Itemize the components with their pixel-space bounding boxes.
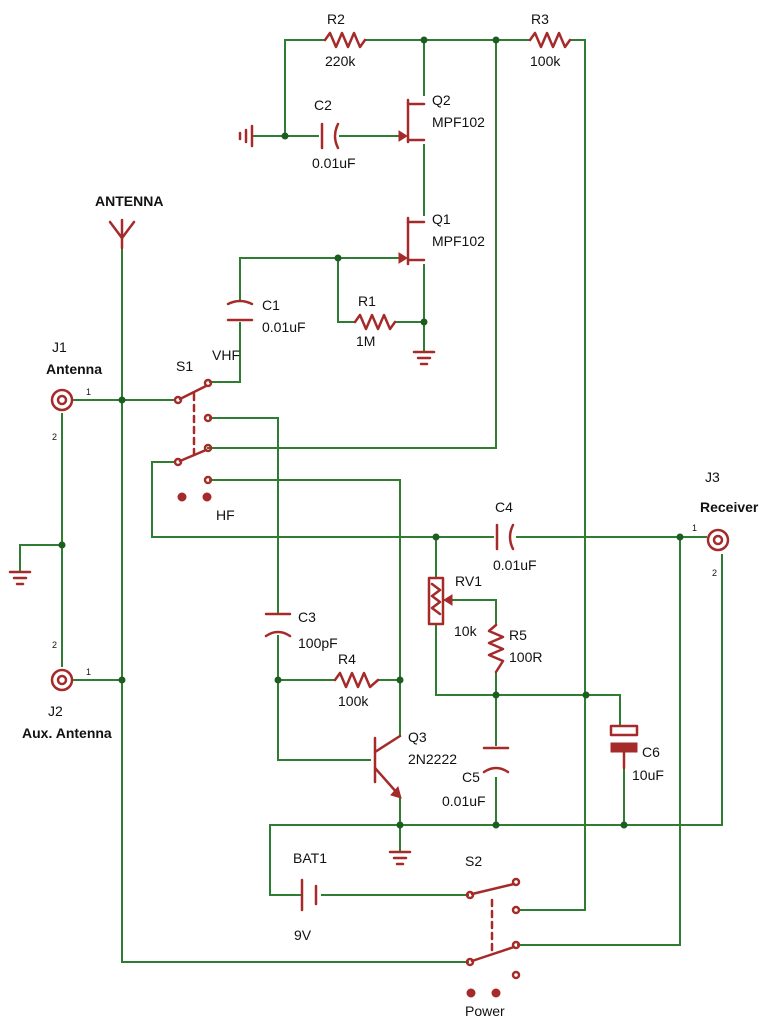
j3-name: Receiver xyxy=(700,499,759,515)
capacitor-c3 xyxy=(264,612,292,638)
connector-j2 xyxy=(50,668,74,692)
q2-value: MPF102 xyxy=(432,114,485,130)
capacitor-c1 xyxy=(226,299,254,322)
resistor-r5 xyxy=(487,623,505,674)
q1-value: MPF102 xyxy=(432,233,485,249)
transistor-q3 xyxy=(373,734,402,799)
c5-value: 0.01uF xyxy=(442,793,486,809)
j1-pin1: 1 xyxy=(86,387,91,397)
r4-value: 100k xyxy=(338,693,369,709)
r2-ref: R2 xyxy=(327,11,345,27)
hf-label: HF xyxy=(216,507,235,523)
s2-name: Power xyxy=(465,1003,505,1019)
capacitor-c2 xyxy=(320,122,340,150)
c6-value: 10uF xyxy=(632,767,664,783)
capacitor-c5 xyxy=(482,746,510,774)
resistor-r1 xyxy=(353,313,397,331)
c2-value: 0.01uF xyxy=(312,155,356,171)
j2-pin2: 2 xyxy=(52,640,57,650)
s2-ref: S2 xyxy=(465,853,482,869)
antenna-label: ANTENNA xyxy=(95,193,163,209)
j3-pin1: 1 xyxy=(692,523,697,533)
c3-ref: C3 xyxy=(298,609,316,625)
resistor-r3 xyxy=(528,31,572,49)
c4-ref: C4 xyxy=(495,499,513,515)
battery-bat1 xyxy=(300,878,318,912)
rv1-ref: RV1 xyxy=(455,573,482,589)
q2-ref: Q2 xyxy=(432,92,451,108)
wires xyxy=(19,39,723,963)
c1-value: 0.01uF xyxy=(262,319,306,335)
r2-value: 220k xyxy=(325,53,356,69)
j1-pin2: 2 xyxy=(52,432,57,442)
junctions xyxy=(58,36,684,829)
labels: R2 220k R3 100k C2 0.01uF Q2 MPF102 ANTE… xyxy=(22,11,759,1019)
switch-s2 xyxy=(465,877,521,998)
switch-s1 xyxy=(173,378,213,502)
c4-value: 0.01uF xyxy=(493,557,537,573)
r4-ref: R4 xyxy=(338,651,356,667)
c5-ref: C5 xyxy=(462,769,480,785)
r5-value: 100R xyxy=(509,649,542,665)
ground-q3-icon xyxy=(388,850,412,866)
c6-ref: C6 xyxy=(642,744,660,760)
r1-value: 1M xyxy=(356,333,375,349)
capacitor-c6 xyxy=(609,724,639,770)
c3-value: 100pF xyxy=(298,635,338,651)
j2-name: Aux. Antenna xyxy=(22,725,112,741)
q3-value: 2N2222 xyxy=(408,751,457,767)
j1-name: Antenna xyxy=(46,361,102,377)
c2-ref: C2 xyxy=(314,97,332,113)
potentiometer-rv1 xyxy=(427,576,453,626)
j3-pin2: 2 xyxy=(712,568,717,578)
bat1-value: 9V xyxy=(294,927,312,943)
c1-ref: C1 xyxy=(262,297,280,313)
antenna-icon xyxy=(108,218,136,250)
j2-ref: J2 xyxy=(48,703,63,719)
ground-r1-icon xyxy=(412,350,436,366)
j2-pin1: 1 xyxy=(86,667,91,677)
bat1-ref: BAT1 xyxy=(293,850,327,866)
vhf-label: VHF xyxy=(212,347,240,363)
j3-ref: J3 xyxy=(705,469,720,485)
jfet-q2 xyxy=(398,98,426,144)
resistor-r4 xyxy=(333,671,380,689)
s1-ref: S1 xyxy=(176,358,193,374)
rv1-value: 10k xyxy=(454,623,478,639)
capacitor-c4 xyxy=(495,523,515,551)
ground-left-icon xyxy=(8,570,32,586)
connector-j1 xyxy=(50,388,74,412)
connector-j3 xyxy=(706,528,730,552)
r1-ref: R1 xyxy=(358,293,376,309)
q3-ref: Q3 xyxy=(408,729,427,745)
ground-c2-icon xyxy=(238,124,254,148)
jfet-q1 xyxy=(398,216,426,266)
j1-ref: J1 xyxy=(52,339,67,355)
r5-ref: R5 xyxy=(509,627,527,643)
resistor-r2 xyxy=(323,31,367,49)
r3-value: 100k xyxy=(530,53,561,69)
r3-ref: R3 xyxy=(531,11,549,27)
q1-ref: Q1 xyxy=(432,211,451,227)
